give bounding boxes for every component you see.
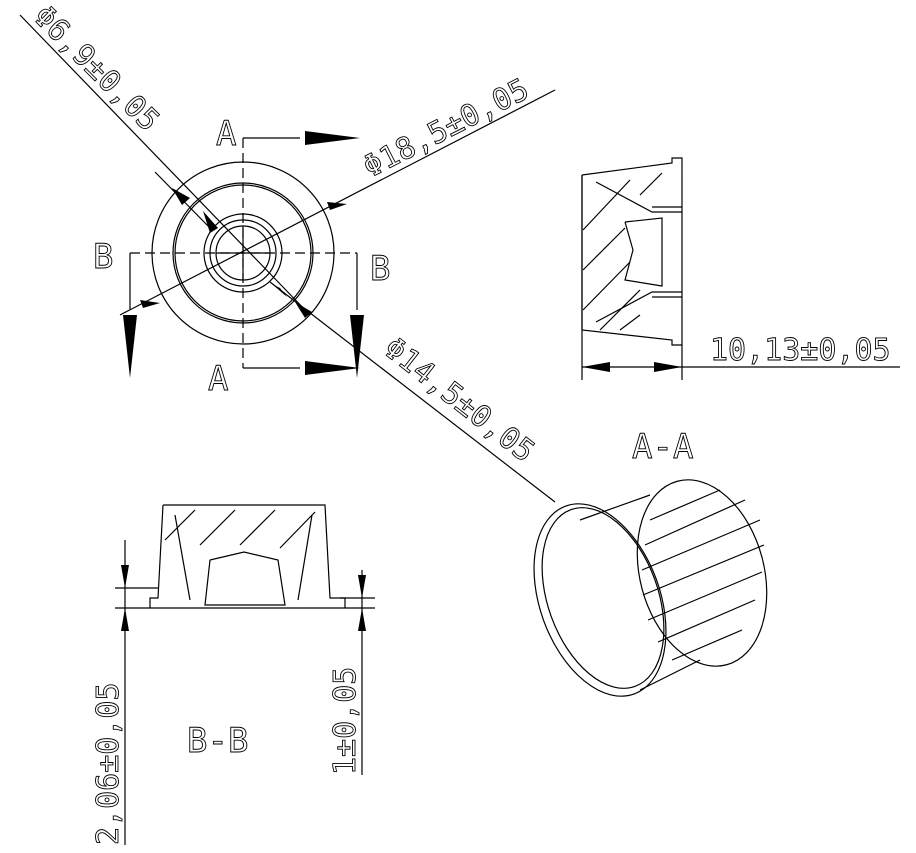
isometric-view	[533, 479, 768, 697]
dim-line-inner	[19, 14, 311, 316]
section-marker-b-left: B	[93, 237, 113, 277]
section-b-b-view: 2,06±0,05 1±0,05 B-B	[91, 504, 375, 845]
knurled-face	[636, 479, 768, 667]
dim-flange-height: 2,06±0,05	[91, 682, 126, 845]
dim-line-outer	[119, 89, 556, 316]
section-marker-a-bottom: A	[208, 359, 228, 399]
dim-height: 10,13±0,05	[710, 333, 891, 368]
dim-line-middle	[269, 281, 556, 503]
hatching	[582, 172, 663, 331]
section-title-a-a: A-A	[632, 427, 693, 467]
dim-middle-diameter: Φ14,5±0,05	[377, 331, 541, 470]
dim-inner-diameter: Φ6,9±0,05	[26, 0, 166, 139]
hatching	[164, 509, 316, 549]
plan-view: A A B B Φ6,9±0,05 Φ18,5±0,05 Φ14,5±0,05	[19, 0, 556, 503]
section-title-b-b: B-B	[187, 721, 248, 761]
section-a-a-view: 10,13±0,05 A-A	[581, 157, 900, 467]
section-marker-b-right: B	[370, 249, 390, 289]
dim-outer-diameter: Φ18,5±0,05	[358, 72, 535, 185]
dim-step-height: 1±0,05	[328, 667, 363, 775]
section-marker-a-top: A	[216, 114, 236, 154]
